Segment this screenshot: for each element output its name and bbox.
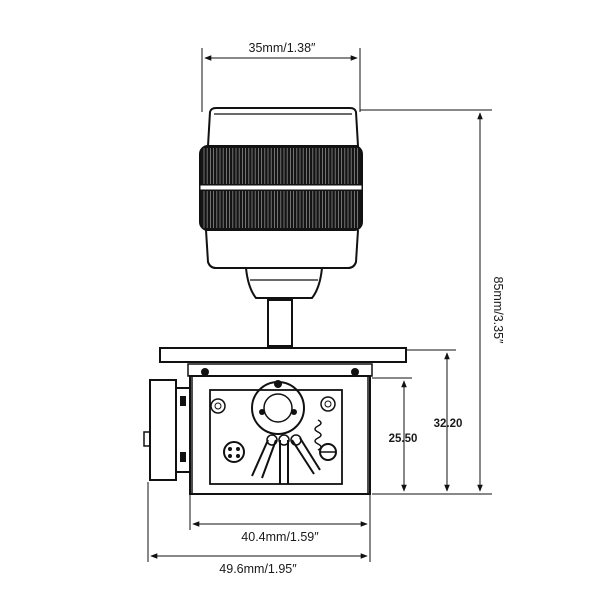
dim-total-width-label: 49.6mm/1.95″	[219, 562, 297, 576]
dim-total-height: 85mm/3.35″	[360, 109, 505, 495]
body-housing	[143, 375, 371, 495]
boot-plate	[159, 347, 407, 377]
dim-body-height: 25.50	[372, 377, 418, 492]
knurl-ridges	[203, 148, 359, 228]
dim-total-height-label: 85mm/3.35″	[491, 277, 505, 345]
dim-total-width: 49.6mm/1.95″	[147, 482, 371, 576]
dim-base-height-label: 32.20	[434, 418, 463, 430]
dim-top-width-label: 35mm/1.38″	[249, 41, 317, 55]
dim-base-height: 32.20	[406, 349, 463, 492]
knob-neck	[245, 267, 323, 347]
dim-body-width-label: 40.4mm/1.59″	[241, 530, 319, 544]
dim-body-width: 40.4mm/1.59″	[189, 494, 371, 544]
knob-head	[199, 107, 363, 269]
dim-top-width: 35mm/1.38″	[201, 41, 361, 112]
dim-body-height-label: 25.50	[389, 433, 418, 445]
